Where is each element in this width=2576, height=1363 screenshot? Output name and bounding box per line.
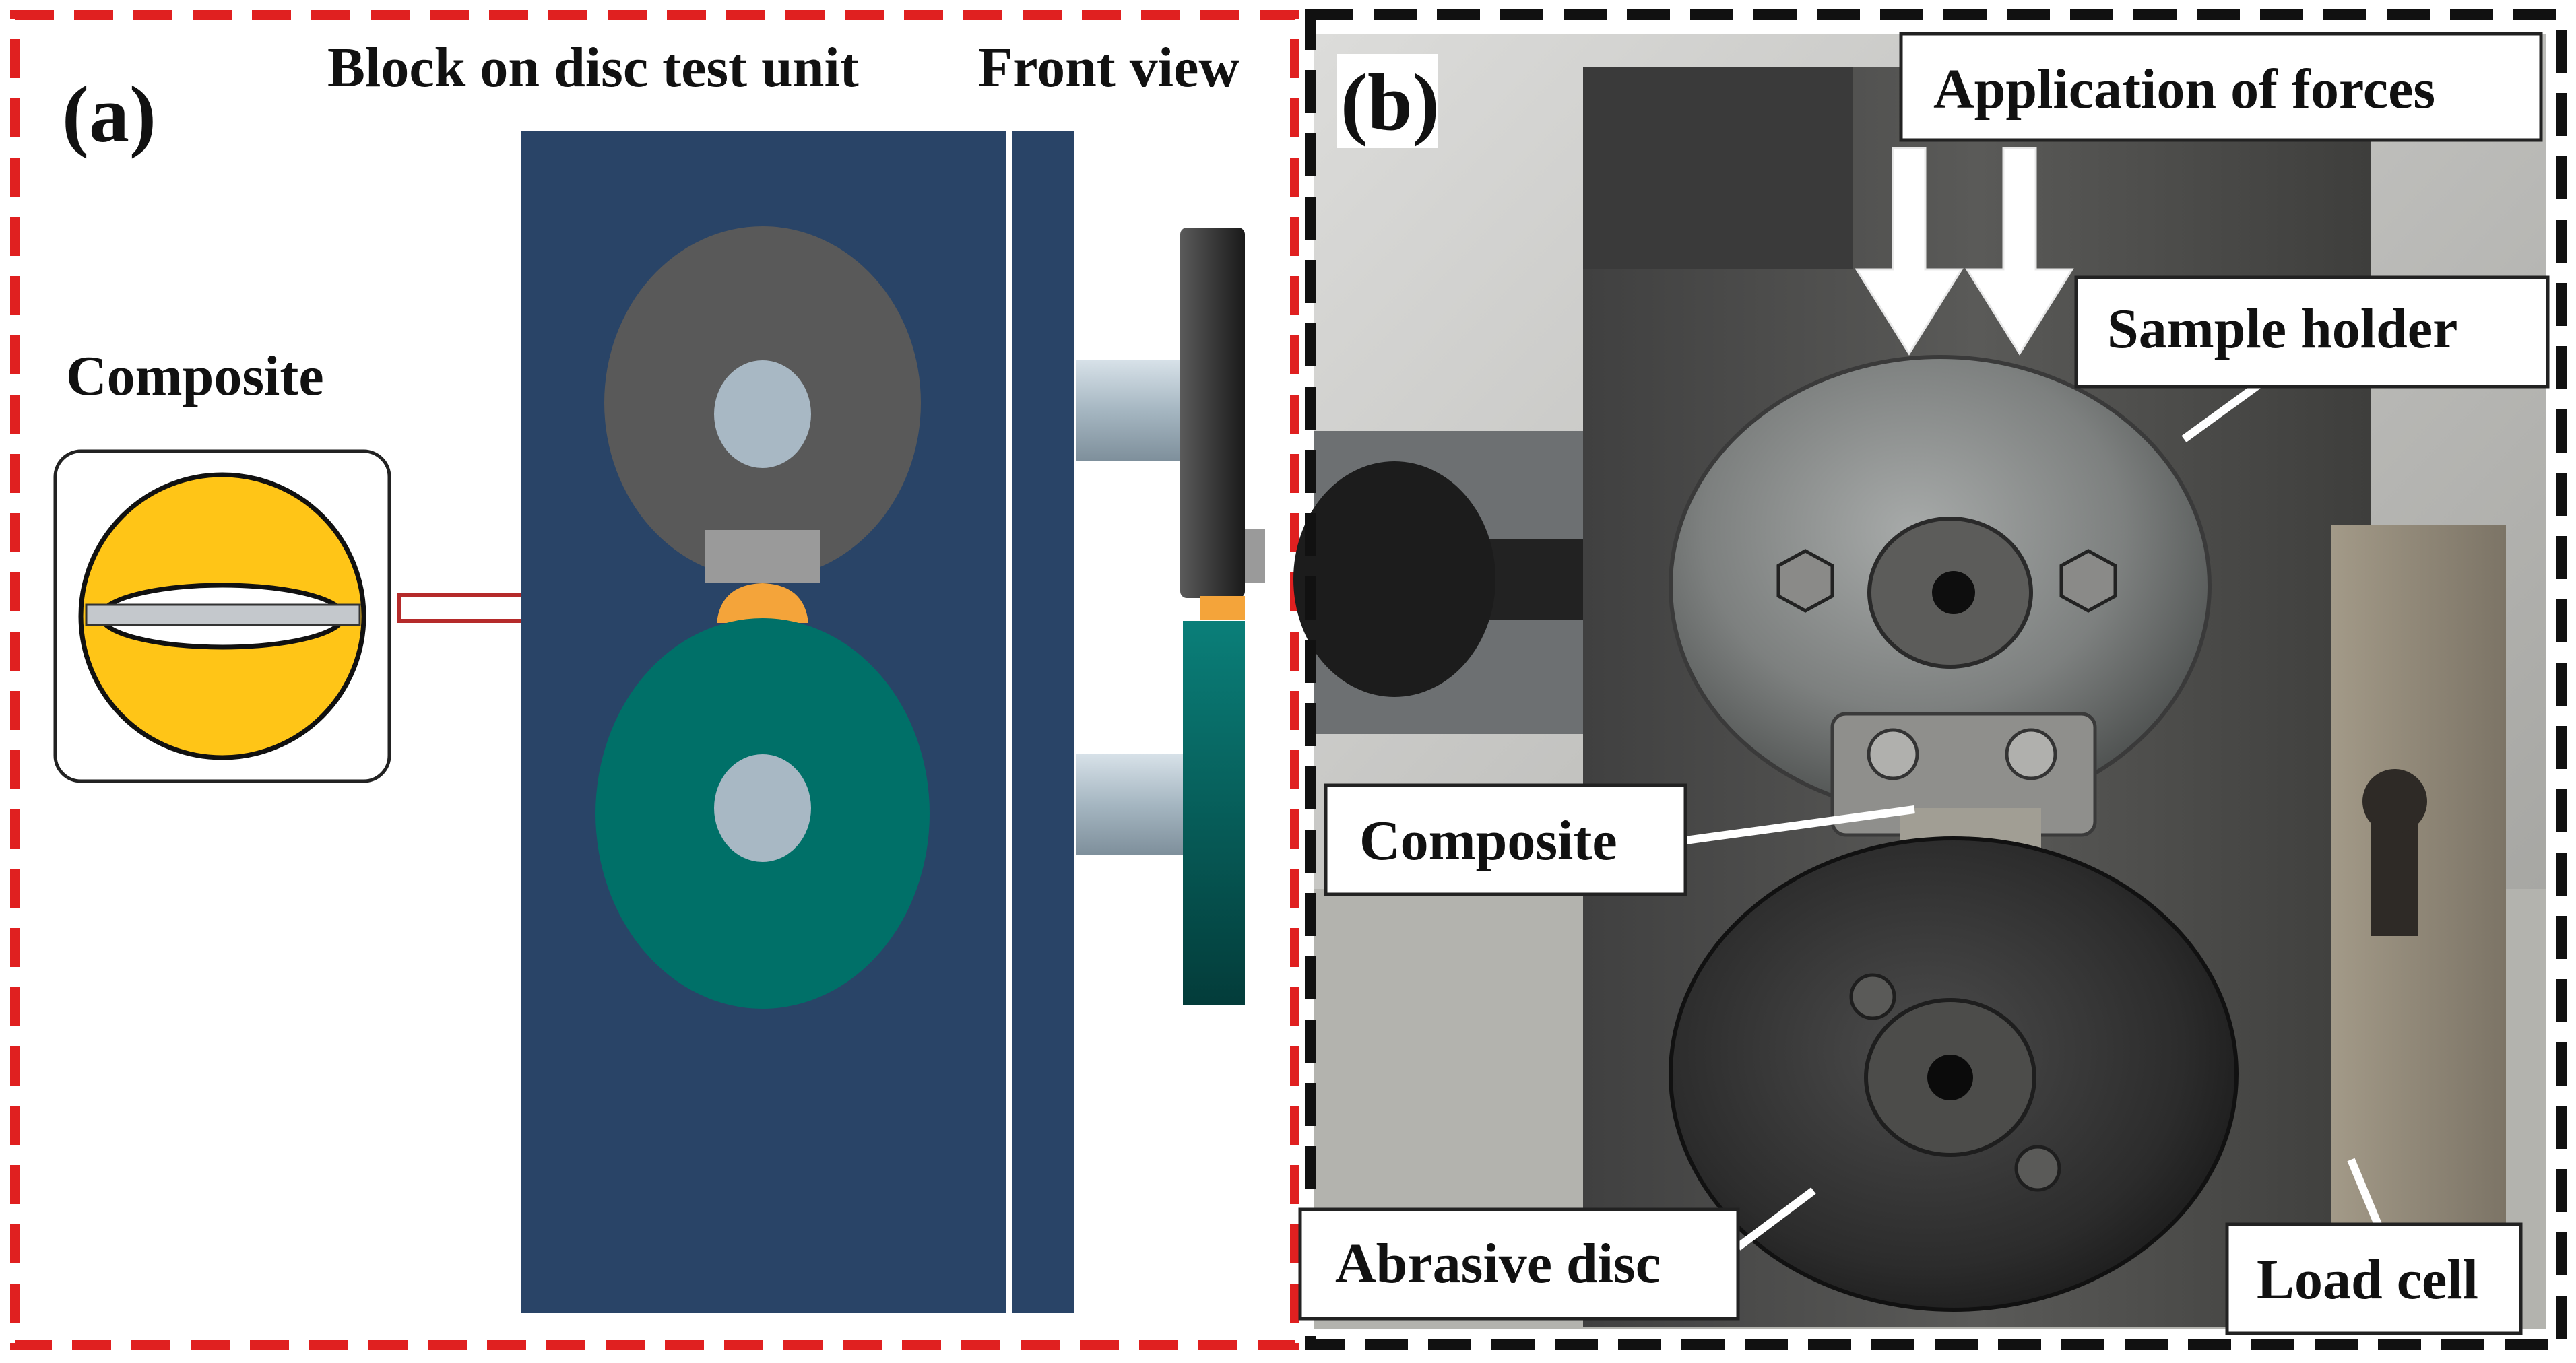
panel-b-label: (b) (1341, 57, 1440, 147)
callout-load-cell: Load cell (2225, 1158, 2523, 1335)
callout-forces-text: Application of forces (1933, 58, 2435, 121)
front-view-assembly (1076, 228, 1265, 1005)
holder-block (705, 530, 820, 583)
lower-shaft (1076, 754, 1184, 855)
callout-composite-text: Composite (1359, 809, 1617, 872)
force-arrows (1855, 147, 2074, 356)
upper-side-wheel (1180, 228, 1245, 598)
force-arrow-left (1855, 147, 1964, 356)
callout-abrasive-disc-box (1298, 1207, 1740, 1321)
photo-clamp-bolt-right (2005, 728, 2057, 780)
composite-block (717, 583, 808, 623)
callout-composite-leader (1685, 805, 1915, 844)
side-holder (1245, 529, 1265, 583)
side-composite (1200, 596, 1245, 620)
callout-forces: Application of forces (1899, 32, 2543, 142)
callout-forces-box (1899, 32, 2543, 142)
photo-lower-bolt-bottom (2014, 1145, 2061, 1192)
front-view-title: Front view (978, 36, 1239, 99)
upper-shaft (1076, 360, 1184, 461)
composite-inset (53, 449, 391, 783)
photo-lower-hub-hole (1927, 1055, 1973, 1100)
callout-abrasive-disc: Abrasive disc (1298, 1187, 1816, 1321)
callout-sample-holder-text: Sample holder (2107, 298, 2457, 360)
composite-label: Composite (66, 345, 324, 407)
panel-b: (b) Application of forces Sample holder … (1293, 9, 2567, 1350)
callout-abrasive-disc-leader (1735, 1187, 1816, 1251)
panel-a-title: Block on disc test unit (327, 36, 859, 99)
callout-sample-holder-box (2074, 275, 2550, 389)
panel-b-label-bg (1337, 54, 1438, 148)
photo-clamp-bolt-left (1867, 728, 1919, 780)
photo-upper-bolt-right (2059, 549, 2117, 613)
force-arrow-right (1965, 147, 2074, 356)
upper-wheel-hub (714, 360, 811, 468)
callout-load-cell-box (2225, 1222, 2523, 1335)
photo-knob (1293, 461, 1495, 697)
panel-a-label: (a) (62, 69, 156, 159)
callout-composite: Composite (1324, 783, 1915, 896)
lower-side-wheel (1183, 621, 1245, 1005)
front-view-housing (1012, 131, 1074, 1313)
lower-wheel-hub (714, 754, 811, 862)
photo-top-plate (1583, 67, 1853, 269)
panel-b-dashed-frame (1305, 9, 2567, 1350)
apparatus-photo (1293, 34, 2546, 1329)
callout-composite-box (1324, 783, 1687, 896)
photo-upper-bolt-left (1776, 549, 1834, 613)
callout-sample-holder-leader (2181, 382, 2261, 442)
panel-a: (a) Block on disc test unit Front view C… (10, 10, 1299, 1350)
photo-upper-hub-hole (1932, 571, 1975, 614)
callout-load-cell-text: Load cell (2257, 1249, 2478, 1311)
callout-sample-holder: Sample holder (2074, 275, 2550, 442)
callout-abrasive-disc-text: Abrasive disc (1335, 1232, 1661, 1295)
callout-load-cell-leader (2347, 1158, 2382, 1226)
photo-lower-bolt-top (1849, 973, 1896, 1020)
photo-load-cell-hole (2362, 769, 2427, 834)
composite-fiber (85, 603, 361, 626)
